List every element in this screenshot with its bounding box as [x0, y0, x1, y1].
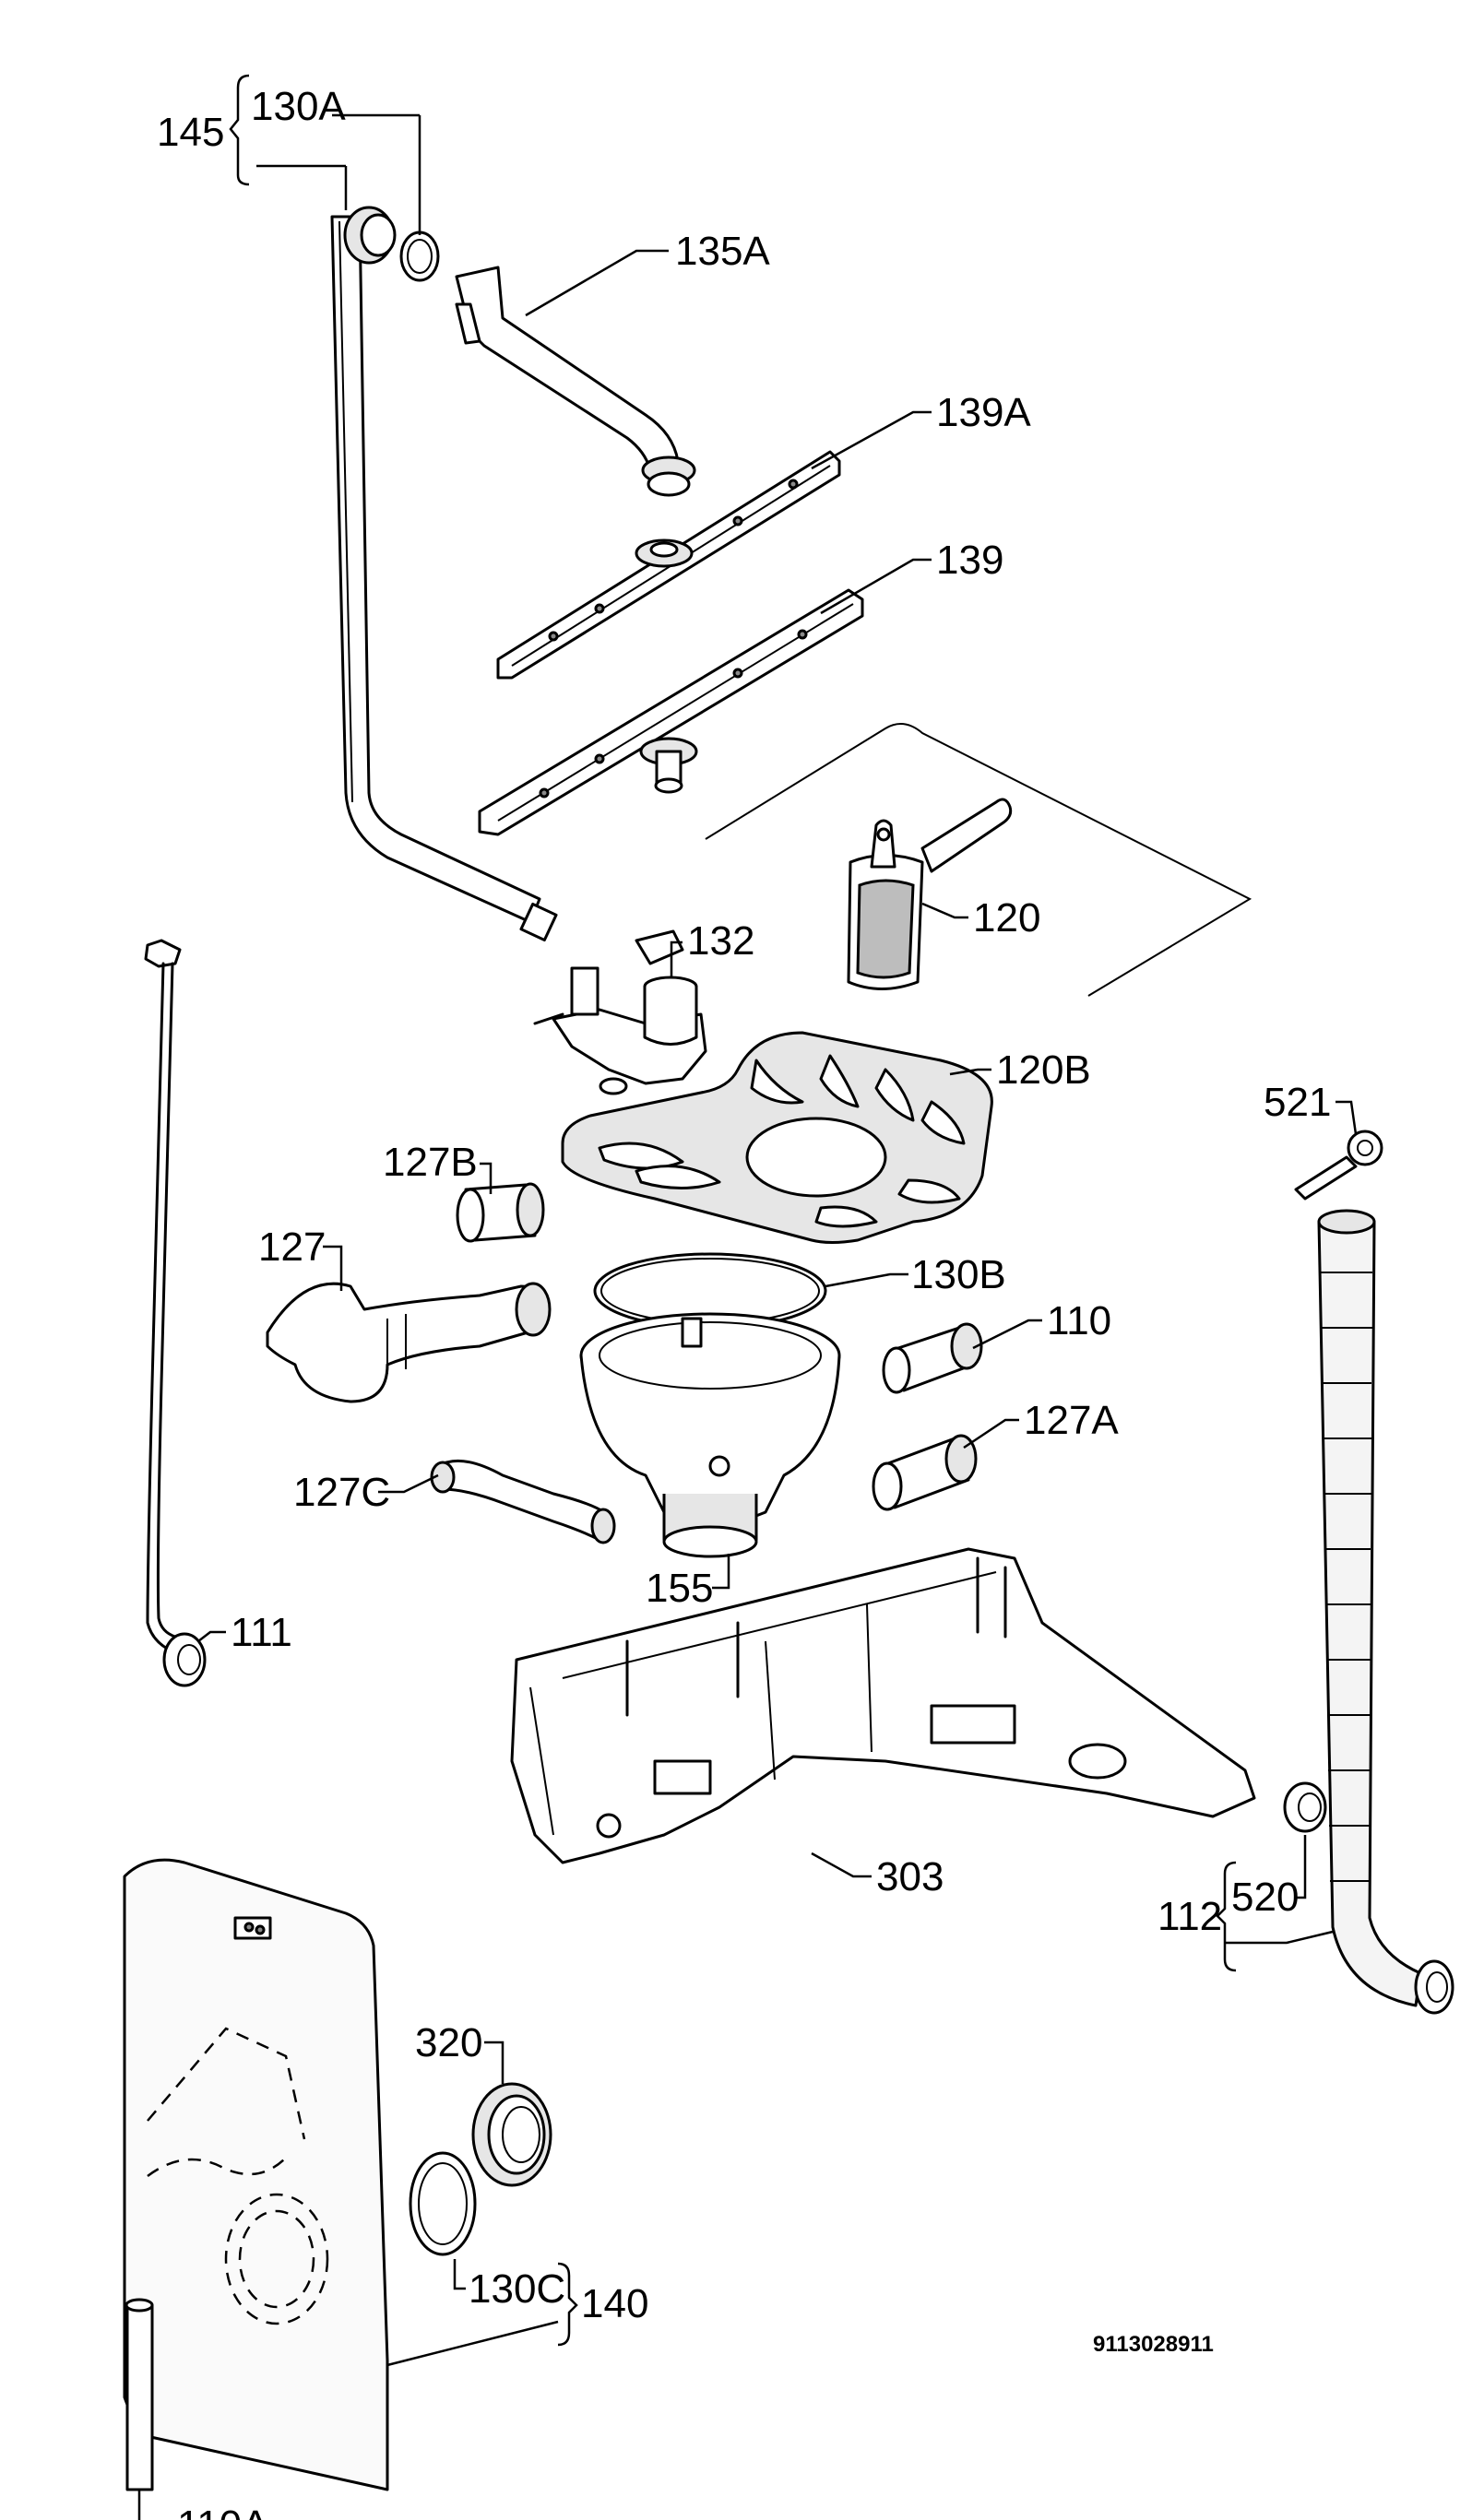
base-frame-303 [510, 1547, 1256, 1864]
label-120b: 120B [996, 1047, 1091, 1093]
label-145: 145 [157, 110, 224, 155]
label-139a: 139A [936, 390, 1031, 435]
label-112: 112 [1157, 1894, 1222, 1939]
o-ring-130c [409, 2151, 477, 2256]
label-130c: 130C [469, 2266, 565, 2312]
leader-lines [137, 74, 1358, 2520]
hose-127c [430, 1459, 616, 1544]
seal-320 [471, 2082, 552, 2187]
spray-arm-139 [478, 588, 864, 836]
label-130a: 130A [251, 84, 346, 129]
spray-arm-139a [496, 450, 841, 680]
supply-hose-111 [144, 939, 207, 1687]
label-135a: 135A [675, 229, 770, 274]
hose-holder-521 [1294, 1130, 1383, 1201]
label-320: 320 [415, 2020, 482, 2065]
hose-127 [266, 1282, 552, 1403]
sleeve-110 [882, 1322, 983, 1394]
label-120: 120 [973, 895, 1040, 941]
label-110a: 110A [177, 2502, 269, 2520]
part-labels: 145 130A 135A 139A 139 120 132 120B 521 … [157, 84, 1331, 2520]
filter-plate-120b [561, 1031, 993, 1244]
label-127a: 127A [1024, 1398, 1119, 1443]
label-155: 155 [646, 1566, 713, 1611]
connecting-tube-135a [455, 266, 696, 497]
label-520: 520 [1231, 1875, 1299, 1920]
drain-hose-ribs [1321, 1272, 1372, 1882]
connector-127b [456, 1182, 545, 1243]
filter-120 [705, 723, 1252, 997]
label-303: 303 [876, 1854, 944, 1899]
label-140: 140 [581, 2281, 648, 2326]
supply-pipe-145 [330, 206, 558, 942]
label-111: 111 [231, 1610, 292, 1655]
valve-132 [533, 929, 707, 1095]
label-132: 132 [687, 918, 754, 964]
tube-110a [125, 2298, 154, 2491]
label-139: 139 [936, 538, 1003, 583]
label-110: 110 [1047, 1298, 1111, 1343]
sleeve-127a [872, 1434, 978, 1511]
label-521: 521 [1264, 1080, 1331, 1125]
drain-hose-112 [1317, 1209, 1454, 2015]
o-ring-130a [399, 231, 440, 282]
label-127c: 127C [293, 1470, 390, 1515]
label-127b: 127B [383, 1140, 478, 1185]
side-panel-140 [123, 1858, 389, 2491]
label-127: 127 [258, 1225, 326, 1270]
drawing-code: 9113028911 [1093, 2332, 1214, 2357]
label-130b: 130B [911, 1252, 1006, 1297]
sump-155 [579, 1312, 841, 1558]
clamp-520 [1283, 1781, 1327, 1833]
